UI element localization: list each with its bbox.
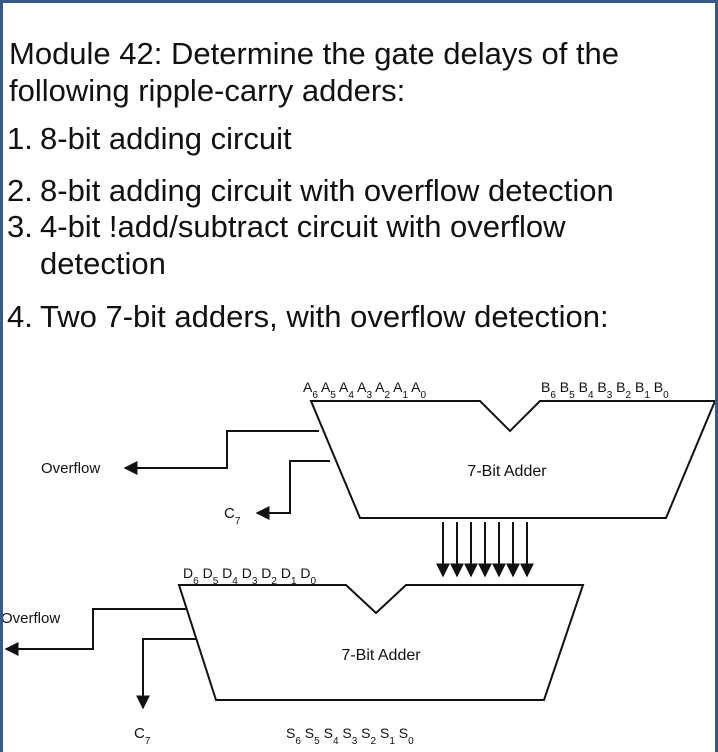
bottom-overflow-wire — [4, 608, 187, 656]
b-inputs-label: B6 B5 B4 B3 B2 B1 B0 — [541, 379, 669, 401]
top-overflow-wire — [123, 430, 319, 475]
list-item-text-continuation: detection — [40, 246, 166, 281]
question-title-line-1: Module 42: Determine the gate delays of … — [9, 36, 620, 71]
list-item-number: 3. — [7, 209, 33, 244]
list-item-number: 4. — [7, 299, 33, 334]
adder-diagram: 7-Bit Adder A6 A5 A4 A3 A2 A1 A0 B6 B5 B… — [3, 379, 715, 747]
sum-bus-lines — [436, 522, 534, 578]
top-carry-wire — [255, 460, 330, 520]
s-outputs-label: S6 S5 S4 S3 S2 S1 S0 — [286, 725, 414, 747]
list-item-number: 2. — [7, 173, 33, 208]
top-overflow-label: Overflow — [41, 460, 100, 477]
d-inputs-label: D6 D5 D4 D3 D2 D1 D0 — [183, 565, 317, 587]
top-adder-label: 7-Bit Adder — [467, 463, 547, 480]
bottom-carry-label: C7 — [134, 725, 151, 747]
top-adder-shape — [309, 400, 715, 519]
question-title-line-2: following ripple-carry adders: — [9, 73, 406, 108]
list-item-text: Two 7-bit adders, with overflow detectio… — [40, 299, 609, 334]
top-carry-label: C7 — [224, 505, 241, 527]
bottom-adder-shape — [177, 584, 585, 701]
list-item-text: 8-bit adding circuit — [40, 121, 292, 156]
bottom-carry-wire — [136, 638, 196, 710]
bottom-overflow-label: Overflow — [3, 610, 60, 627]
list-item-number: 1. — [7, 121, 33, 156]
a-inputs-label: A6 A5 A4 A3 A2 A1 A0 — [303, 379, 427, 401]
list-item-text: 8-bit adding circuit with overflow detec… — [40, 173, 614, 208]
bottom-adder-label: 7-Bit Adder — [341, 647, 421, 664]
list-item-text: 4-bit !add/subtract circuit with overflo… — [40, 209, 566, 244]
